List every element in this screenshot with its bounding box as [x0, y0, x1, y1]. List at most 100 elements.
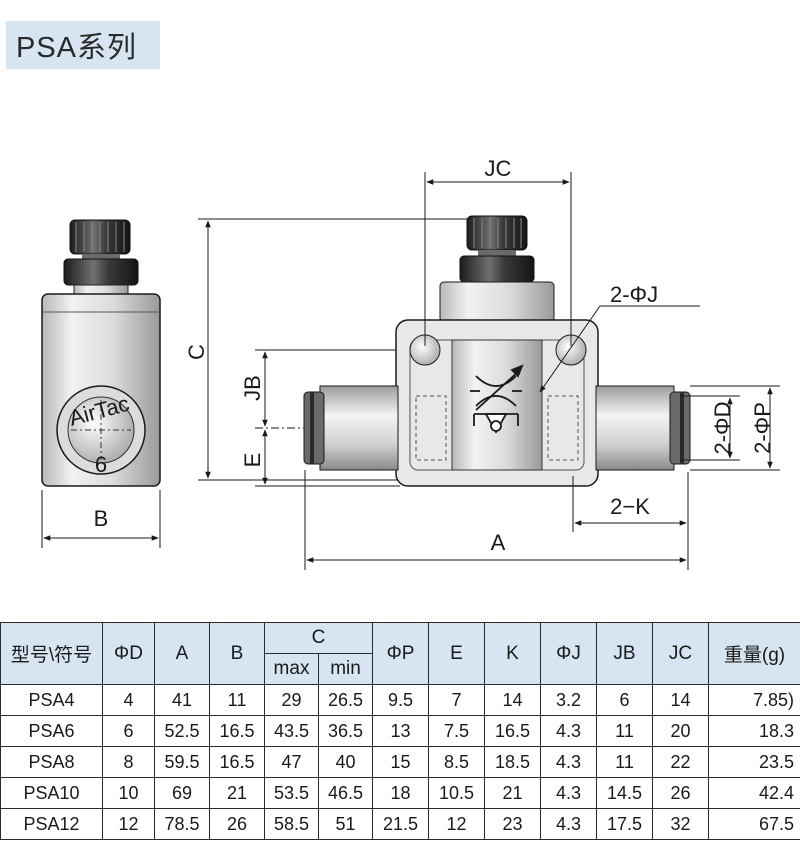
- cell-phij: 4.3: [540, 808, 598, 840]
- cell-a: 59.5: [154, 746, 210, 778]
- cell-phip: 15: [372, 746, 430, 778]
- header-jc: JC: [652, 622, 710, 685]
- cell-jb: 6: [596, 684, 654, 716]
- cell-k: 18.5: [484, 746, 542, 778]
- cell-b: 16.5: [209, 715, 265, 747]
- cell-phij: 4.3: [540, 777, 598, 809]
- table-row: PSA6 6 52.5 16.5 43.5 36.5 13 7.5 16.5 4…: [0, 715, 800, 747]
- dim-jb-label: JB: [240, 375, 265, 401]
- cell-model: PSA4: [0, 684, 103, 716]
- cell-phid: 6: [102, 715, 155, 747]
- dim-a: A: [304, 470, 687, 570]
- cell-b: 16.5: [209, 746, 265, 778]
- cell-phip: 13: [372, 715, 430, 747]
- cell-phij: 4.3: [540, 746, 598, 778]
- cell-phij: 3.2: [540, 684, 598, 716]
- header-phip: ΦP: [372, 622, 430, 685]
- cell-b: 11: [209, 684, 265, 716]
- header-k: K: [484, 622, 542, 685]
- cell-c-max: 29: [264, 684, 319, 716]
- front-view: [303, 215, 691, 487]
- header-c-min: min: [317, 653, 374, 685]
- dim-2k-label: 2−K: [610, 494, 650, 519]
- cell-jb: 11: [596, 715, 654, 747]
- cell-e: 7.5: [428, 715, 486, 747]
- front-knob: [466, 215, 528, 251]
- header-phid: ΦD: [102, 622, 155, 685]
- dim-jc: JC: [424, 156, 572, 346]
- cell-k: 21: [484, 777, 542, 809]
- cell-jc: 26: [652, 777, 710, 809]
- size-mark: 6: [95, 452, 107, 477]
- cell-a: 52.5: [154, 715, 210, 747]
- cell-weight: 23.5: [708, 746, 800, 778]
- cell-e: 8.5: [428, 746, 486, 778]
- technical-drawing: AirTac 6 B C JB E: [41, 156, 780, 570]
- cell-weight: 18.3: [708, 715, 800, 747]
- header-c-max: max: [264, 653, 319, 685]
- dim-2k: 2−K: [572, 472, 689, 570]
- cell-c-max: 47: [264, 746, 319, 778]
- dim-e-label: E: [240, 453, 265, 468]
- cell-a: 69: [154, 777, 210, 809]
- series-title: PSA系列: [16, 32, 138, 64]
- cell-c-max: 43.5: [264, 715, 319, 747]
- cell-phip: 9.5: [372, 684, 430, 716]
- cell-e: 10.5: [428, 777, 486, 809]
- cell-phip: 21.5: [372, 808, 430, 840]
- dim-c-label: C: [184, 344, 209, 360]
- cell-a: 78.5: [154, 808, 210, 840]
- cell-b: 21: [209, 777, 265, 809]
- cell-k: 14: [484, 684, 542, 716]
- cell-phid: 8: [102, 746, 155, 778]
- cell-jc: 20: [652, 715, 710, 747]
- cell-k: 23: [484, 808, 542, 840]
- front-lock-nut: [459, 255, 535, 283]
- header-weight: 重量(g): [708, 622, 800, 685]
- header-model: 型号\符号: [0, 622, 103, 685]
- left-tube: [319, 385, 399, 471]
- cell-model: PSA8: [0, 746, 103, 778]
- cell-e: 7: [428, 684, 486, 716]
- front-neck: [439, 281, 555, 323]
- cell-a: 41: [154, 684, 210, 716]
- side-view: AirTac 6 B: [41, 219, 161, 548]
- cell-phip: 18: [372, 777, 430, 809]
- cell-phid: 4: [102, 684, 155, 716]
- header-a: A: [154, 622, 210, 685]
- cell-jc: 14: [652, 684, 710, 716]
- table-row: PSA8 8 59.5 16.5 47 40 15 8.5 18.5 4.3 1…: [0, 746, 800, 778]
- cell-model: PSA6: [0, 715, 103, 747]
- table-row: PSA4 4 41 11 29 26.5 9.5 7 14 3.2 6 14 7…: [0, 684, 800, 716]
- cell-c-min: 26.5: [317, 684, 374, 716]
- cell-phid: 12: [102, 808, 155, 840]
- cell-weight: 67.5: [708, 808, 800, 840]
- header-e: E: [428, 622, 486, 685]
- dim-2phid-label: 2-ΦD: [710, 401, 735, 454]
- cell-model: PSA12: [0, 808, 103, 840]
- header-jb: JB: [596, 622, 654, 685]
- lock-nut: [63, 258, 139, 286]
- cell-phij: 4.3: [540, 715, 598, 747]
- dim-2phij: 2-ΦJ: [539, 282, 700, 393]
- header-b: B: [209, 622, 265, 685]
- cell-jb: 11: [596, 746, 654, 778]
- table-row: PSA10 10 69 21 53.5 46.5 18 10.5 21 4.3 …: [0, 777, 800, 809]
- cell-model: PSA10: [0, 777, 103, 809]
- right-tube: [595, 385, 675, 471]
- cell-c-min: 36.5: [317, 715, 374, 747]
- cell-k: 16.5: [484, 715, 542, 747]
- cell-c-min: 46.5: [317, 777, 374, 809]
- dim-jc-label: JC: [485, 156, 512, 181]
- cell-jc: 22: [652, 746, 710, 778]
- cell-jc: 32: [652, 808, 710, 840]
- cell-jb: 17.5: [596, 808, 654, 840]
- cell-c-min: 51: [317, 808, 374, 840]
- header-phij: ΦJ: [540, 622, 598, 685]
- spec-table: 型号\符号 ΦD A B C ΦP E K ΦJ JB JC 重量(g) max…: [0, 622, 800, 840]
- cell-weight: 42.4: [708, 777, 800, 809]
- dim-c: C: [184, 218, 490, 481]
- dim-2phip-label: 2-ΦP: [750, 402, 775, 454]
- cell-c-max: 58.5: [264, 808, 319, 840]
- dim-b-label: B: [94, 506, 109, 531]
